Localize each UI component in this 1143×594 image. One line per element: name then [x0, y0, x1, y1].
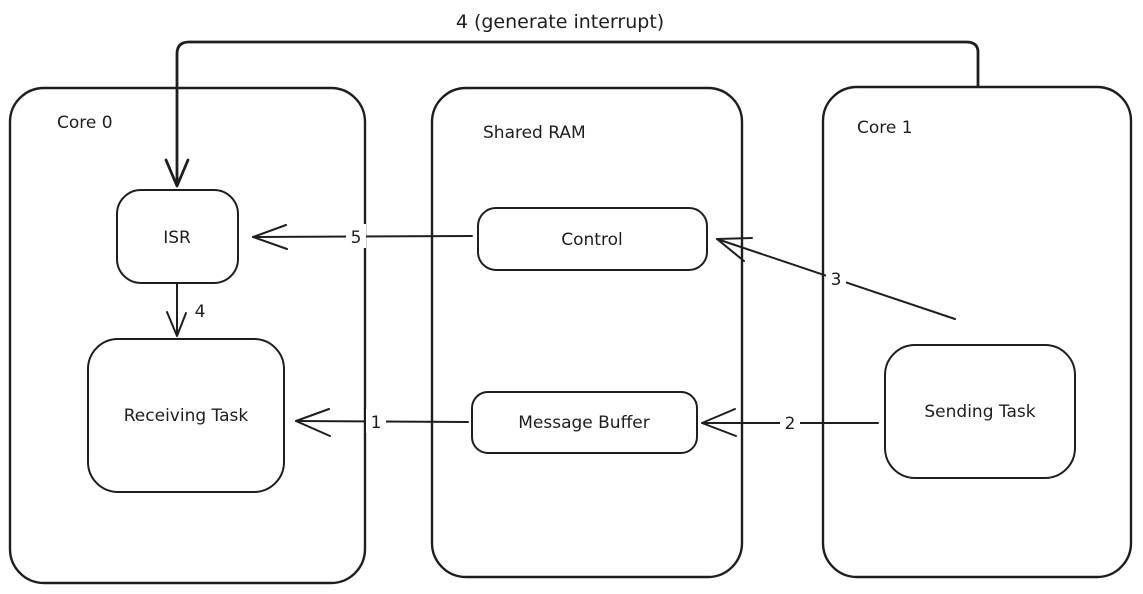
node-sending-task-label: Sending Task — [924, 402, 1035, 422]
container-core0-label: Core 0 — [57, 113, 113, 133]
container-core1-label: Core 1 — [857, 118, 913, 138]
edge-step-5-arrowhead — [252, 224, 288, 250]
node-sending-task-box — [884, 344, 1076, 479]
node-receiving-task-label: Receiving Task — [124, 406, 249, 426]
container-shared-ram-label: Shared RAM — [483, 123, 586, 143]
edge-generate-interrupt-label: 4 (generate interrupt) — [456, 11, 664, 33]
edge-step-5-label-bg — [346, 224, 366, 248]
edge-step-4-label: 4 — [195, 302, 206, 322]
node-isr-box — [116, 189, 239, 284]
node-isr-label: ISR — [163, 228, 191, 248]
node-receiving-task-box — [87, 338, 285, 493]
edge-step-3-label-bg — [826, 266, 846, 290]
edge-step-1-arrowhead — [295, 408, 331, 437]
edge-step-2-arrowhead — [701, 408, 737, 437]
edge-step-1-label: 1 — [371, 413, 382, 433]
node-control-box — [477, 207, 708, 271]
edge-step-1-label-bg — [366, 409, 386, 433]
edge-step-5-label: 5 — [351, 228, 362, 248]
edge-generate-interrupt-arrowhead — [164, 158, 190, 188]
edge-step-3-arrowhead — [716, 237, 753, 262]
container-shared-ram-box — [430, 86, 744, 579]
node-control-label: Control — [561, 230, 622, 250]
edge-step-2-label: 2 — [785, 414, 796, 434]
edge-step-4-arrowhead — [166, 311, 187, 337]
edge-step-3-label: 3 — [831, 270, 842, 290]
node-message-buffer-box — [471, 391, 698, 454]
edge-step-2-label-bg — [780, 410, 800, 434]
edge-generate-interrupt-path — [175, 40, 980, 186]
container-core1-box — [821, 85, 1133, 579]
node-message-buffer-label: Message Buffer — [518, 413, 650, 433]
